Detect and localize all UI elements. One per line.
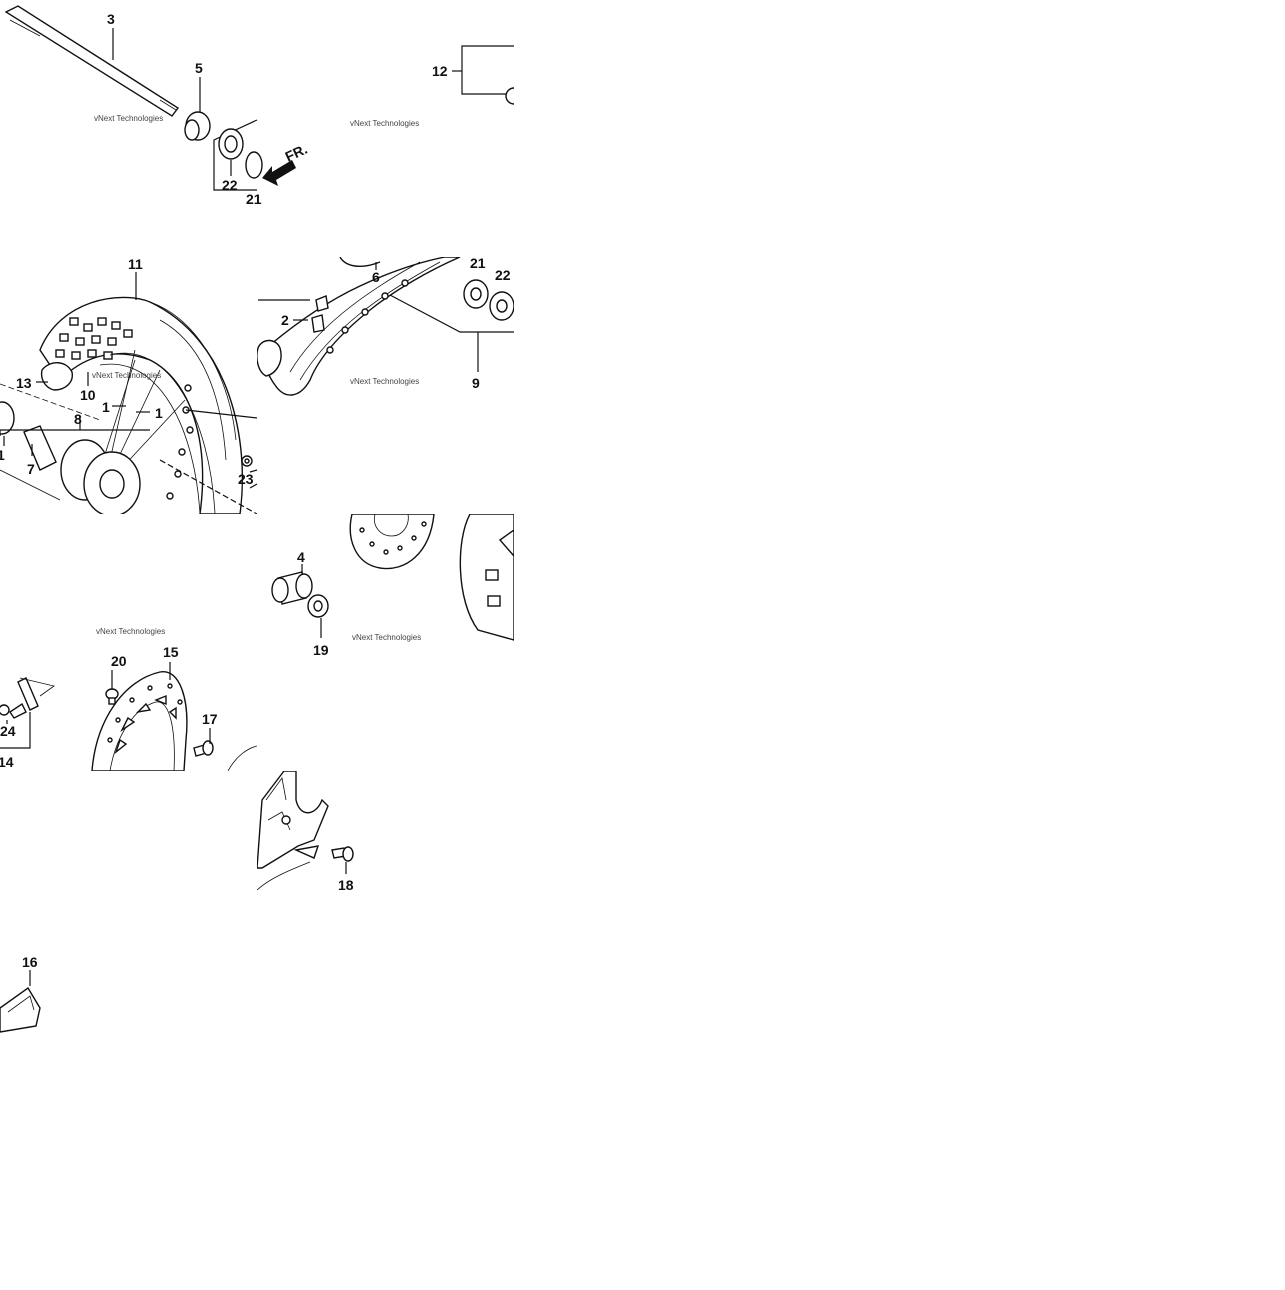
tile-disc: 20 15 17 24 14 vNext Technologies <box>0 627 257 771</box>
part-number-8: 8 <box>74 411 82 427</box>
watermark-text-2: vNext Technologies <box>350 119 419 128</box>
tile-collar: 4 19 vNext Technologies <box>271 514 514 658</box>
part-number-18: 18 <box>338 877 354 893</box>
part-number-2: 2 <box>281 312 289 328</box>
tile-bracket-12: 12 vNext Technologies <box>350 45 515 128</box>
watermark-text-5: vNext Technologies <box>352 633 421 642</box>
part-number-1c: 1 <box>0 447 5 463</box>
part-number-21b: 21 <box>470 255 486 271</box>
front-marker: FR. <box>283 141 310 165</box>
valve-part <box>311 295 329 333</box>
tire-part <box>39 296 244 514</box>
part-number-5: 5 <box>195 60 203 76</box>
bearing-part-2 <box>463 279 514 321</box>
hub-part <box>60 439 141 514</box>
part-number-24: 24 <box>0 723 16 739</box>
bearing-part <box>218 128 244 160</box>
bolt-part-3 <box>331 846 354 862</box>
part-number-21: 21 <box>246 191 262 207</box>
part-number-20: 20 <box>111 653 127 669</box>
bolt-part-2 <box>193 740 214 757</box>
part-number-13: 13 <box>16 375 32 391</box>
part-number-11: 11 <box>128 256 143 272</box>
nut-part <box>241 455 253 467</box>
part-number-15: 15 <box>163 644 179 660</box>
part-number-10: 10 <box>80 387 96 403</box>
brake-disc-part <box>91 671 188 771</box>
part-number-1b: 1 <box>155 405 163 421</box>
tile-guard: 18 <box>257 771 354 893</box>
part-number-12: 12 <box>432 63 448 79</box>
tile-valve: 6 2 21 22 9 vNext Technologies <box>257 255 514 396</box>
part-number-14: 14 <box>0 754 14 770</box>
part-number-16: 16 <box>22 954 38 970</box>
watermark-text-4: vNext Technologies <box>350 377 419 386</box>
part-number-7: 7 <box>27 461 35 477</box>
tile-axle: 3 5 22 21 FR. vNext Technologies <box>4 5 310 207</box>
front-arrow-icon <box>262 160 296 186</box>
part-number-22: 22 <box>222 177 238 193</box>
part-number-17: 17 <box>202 711 218 727</box>
tile-part-16: 16 <box>0 954 41 1033</box>
part-number-3: 3 <box>107 11 115 27</box>
spacer-part <box>184 111 211 141</box>
collar-part <box>271 571 313 605</box>
part-number-4: 4 <box>297 549 305 565</box>
nut-part-2 <box>307 594 329 618</box>
watermark-text-3: vNext Technologies <box>92 371 161 380</box>
part-number-22b: 22 <box>495 267 511 283</box>
watermark-text-6: vNext Technologies <box>96 627 165 636</box>
bolt-part <box>105 688 119 705</box>
part-number-6: 6 <box>372 269 380 285</box>
watermark-text: vNext Technologies <box>94 114 163 123</box>
part-number-19: 19 <box>313 642 329 658</box>
tile-wheel: 11 13 10 1 1 8 7 1 23 vNext Technologies <box>0 256 258 514</box>
part-number-23: 23 <box>238 471 254 487</box>
part-number-9: 9 <box>472 375 480 391</box>
part-number-1: 1 <box>102 399 110 415</box>
axle-part <box>4 5 180 117</box>
